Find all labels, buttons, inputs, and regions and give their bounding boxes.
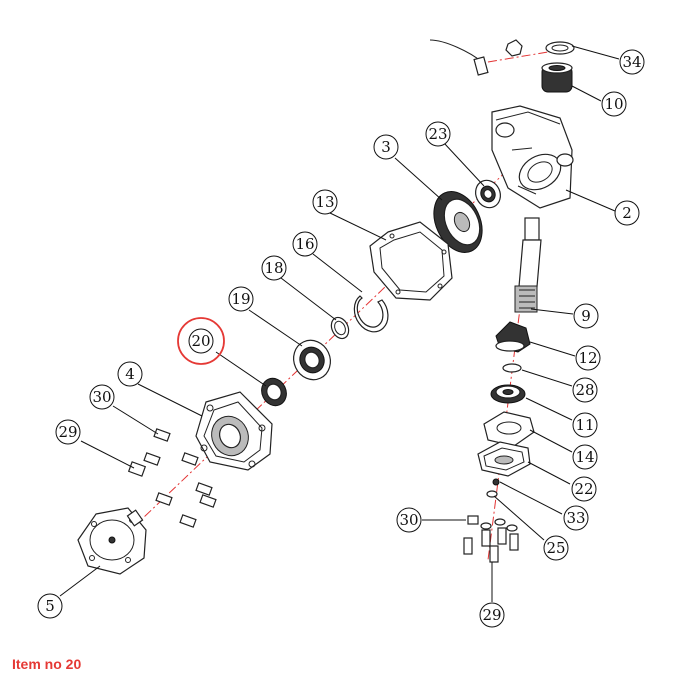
svg-text:29: 29 [58, 423, 77, 441]
callout-9: 9 [573, 303, 599, 329]
callout-4: 4 [117, 361, 143, 387]
part-20-oil-seal [261, 377, 287, 407]
callout-19: 19 [228, 286, 254, 312]
callout-10: 10 [601, 91, 627, 117]
part-4-flange-housing [195, 391, 273, 471]
callout-29-left: 29 [55, 419, 81, 445]
svg-text:22: 22 [574, 480, 593, 498]
callout-30-bottom: 30 [396, 507, 422, 533]
callout-3: 3 [373, 134, 399, 160]
left-bolt-group [127, 428, 217, 528]
svg-text:12: 12 [578, 349, 597, 367]
svg-text:23: 23 [428, 125, 447, 143]
callout-28: 28 [572, 377, 598, 403]
svg-text:29: 29 [482, 606, 501, 624]
part-19-ball-bearing [293, 339, 331, 381]
part-13-gasket [369, 221, 453, 301]
svg-text:25: 25 [546, 539, 565, 557]
callout-5: 5 [37, 593, 63, 619]
callout-2: 2 [614, 200, 640, 226]
svg-text:2: 2 [622, 204, 632, 222]
part-11-bearing [490, 384, 526, 404]
part-10-needle-bearing [541, 62, 573, 93]
callout-12: 12 [575, 345, 601, 371]
callout-labels: 34 10 2 23 3 13 16 18 19 20 4 30 29 5 9 … [37, 49, 645, 628]
part-5-end-plate [77, 507, 147, 575]
callout-23: 23 [425, 121, 451, 147]
svg-text:33: 33 [566, 509, 585, 527]
svg-text:16: 16 [295, 235, 314, 253]
callout-20: 20 [177, 317, 225, 365]
part-18-ring [330, 316, 350, 340]
svg-text:19: 19 [231, 290, 250, 308]
part-9-shaft [514, 217, 542, 313]
top-bolt [429, 39, 523, 76]
svg-text:18: 18 [264, 259, 283, 277]
svg-text:4: 4 [125, 365, 135, 383]
highlight-ring [177, 317, 225, 365]
callout-16: 16 [292, 231, 318, 257]
svg-text:30: 30 [399, 511, 418, 529]
svg-text:20: 20 [191, 332, 210, 350]
svg-text:30: 30 [92, 388, 111, 406]
part-34-ring [545, 41, 575, 55]
part-23-bearing [475, 179, 501, 209]
part-3-bevel-gear [433, 191, 483, 253]
callout-34: 34 [619, 49, 645, 75]
part-28-washer [502, 363, 522, 373]
callout-11: 11 [572, 412, 598, 438]
part-12-bevel-pinion [495, 321, 531, 353]
part-22-cover-plate [477, 441, 531, 477]
svg-text:9: 9 [581, 307, 591, 325]
svg-text:13: 13 [315, 193, 334, 211]
callout-22: 22 [571, 476, 597, 502]
callout-29-bottom: 29 [479, 602, 505, 628]
svg-text:11: 11 [575, 416, 594, 434]
part-16-snap-ring [353, 295, 389, 333]
callout-14: 14 [572, 444, 598, 470]
svg-text:5: 5 [45, 597, 55, 615]
svg-text:14: 14 [575, 448, 594, 466]
part-25-nut [486, 490, 498, 498]
callout-18: 18 [261, 255, 287, 281]
callout-13: 13 [312, 189, 338, 215]
exploded-assembly-diagram: 34 10 2 23 3 13 16 18 19 20 4 30 29 5 9 … [37, 39, 645, 628]
part-2-gear-housing [491, 105, 574, 209]
svg-text:10: 10 [604, 95, 623, 113]
callout-33: 33 [563, 505, 589, 531]
bottom-bolt-group [463, 515, 519, 563]
svg-text:28: 28 [575, 381, 594, 399]
leader-lines [59, 45, 620, 602]
svg-text:3: 3 [381, 138, 391, 156]
callout-30-left: 30 [89, 384, 115, 410]
top-axis [487, 49, 561, 63]
item-caption: Item no 20 [12, 656, 82, 672]
callout-25: 25 [543, 535, 569, 561]
part-33-plug [492, 478, 500, 486]
svg-text:34: 34 [622, 53, 641, 71]
part-14-gasket [483, 411, 535, 447]
